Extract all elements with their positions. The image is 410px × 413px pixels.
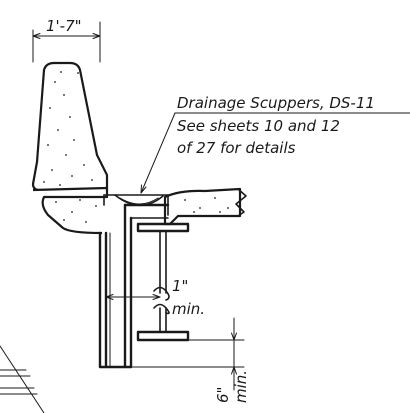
gap-min-label: min.	[172, 300, 205, 318]
barrier-parapet	[31, 61, 109, 192]
side-clear-min-label: min.	[232, 370, 250, 403]
scupper-callout: Drainage Scuppers, DS-11 See sheets 10 a…	[140, 94, 410, 194]
side-clearance-dimension: 6" min.	[131, 317, 250, 403]
gap-dimension: 1" min.	[105, 277, 205, 318]
callout-line-3: of 27 for details	[177, 139, 296, 157]
steel-girder	[136, 222, 190, 342]
callout-line-2: See sheets 10 and 12	[177, 117, 340, 135]
concrete-stipple	[43, 71, 97, 223]
barrier-curb	[32, 186, 109, 235]
top-width-dimension: 1'-7"	[32, 17, 101, 63]
adjacent-structure-fragment	[0, 345, 45, 413]
deck-stipple	[184, 197, 229, 213]
deck-slab-outline	[163, 187, 242, 226]
deck-slab	[163, 187, 247, 226]
side-clear-value-label: 6"	[214, 387, 232, 403]
gap-value-label: 1"	[172, 277, 188, 295]
top-width-label: 1'-7"	[46, 17, 82, 35]
concrete-barrier	[31, 61, 109, 235]
callout-line-1: Drainage Scuppers, DS-11	[177, 94, 375, 112]
scupper-downpipe	[98, 203, 170, 369]
